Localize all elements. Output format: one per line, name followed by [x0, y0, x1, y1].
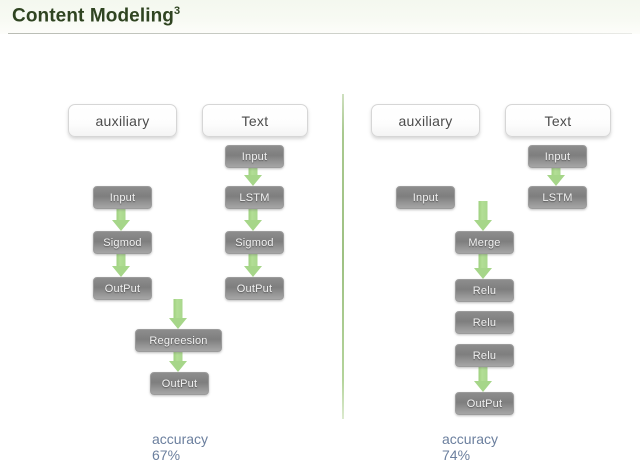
right-header-text[interactable]: Text: [505, 104, 611, 137]
right-node-merge-3[interactable]: Merge: [455, 231, 514, 254]
left-arrow-text-sigmod-to-text-output: [243, 252, 263, 277]
header-label: Text: [544, 112, 572, 129]
left-header-auxiliary[interactable]: auxiliary: [68, 104, 177, 137]
node-label: OutPut: [104, 282, 141, 295]
arrow-shaft: [248, 166, 258, 176]
arrow-shaft: [173, 299, 183, 319]
arrow-head: [112, 266, 130, 277]
arrow-head: [244, 266, 262, 277]
header-label: Text: [241, 112, 269, 129]
node-label: LSTM: [542, 191, 573, 204]
arrow-head: [112, 220, 130, 231]
node-label: Relu: [472, 316, 497, 329]
accuracy-label: accuracy: [442, 431, 499, 447]
arrow-head: [547, 175, 565, 186]
header-label: auxiliary: [95, 112, 150, 129]
arrow-head: [169, 318, 187, 329]
right-node-input-1[interactable]: Input: [528, 145, 587, 168]
arrow-head: [244, 220, 262, 231]
left-arrow-regreesion-to-output: [168, 350, 188, 372]
title-underline: [8, 33, 632, 34]
left-arrow-aux-input-to-aux-sigmod: [111, 207, 131, 231]
node-label: Input: [412, 191, 439, 204]
right-arrow-text-input-to-text-lstm: [546, 166, 566, 186]
accuracy-value: 74%: [442, 447, 471, 463]
node-label: Input: [109, 191, 136, 204]
node-label: Merge: [468, 236, 501, 249]
left-node-input-3[interactable]: Input: [225, 145, 284, 168]
arrow-shaft: [478, 365, 488, 382]
left-node-output-8[interactable]: OutPut: [150, 372, 209, 395]
right-node-relu-5[interactable]: Relu: [455, 311, 514, 334]
node-label: Relu: [472, 349, 497, 362]
panel-divider: [342, 94, 344, 419]
left-arrow-outputs-to-regreesion: [168, 299, 188, 329]
arrow-head: [244, 175, 262, 186]
left-node-output-2[interactable]: OutPut: [93, 277, 152, 300]
left-arrow-text-lstm-to-text-sigmod: [243, 207, 263, 231]
node-label: OutPut: [236, 282, 273, 295]
arrow-shaft: [248, 252, 258, 267]
left-header-text[interactable]: Text: [202, 104, 308, 137]
node-label: LSTM: [239, 191, 270, 204]
arrow-shaft: [478, 201, 488, 221]
left-node-input-0[interactable]: Input: [93, 186, 152, 209]
arrow-shaft: [478, 252, 488, 269]
right-node-lstm-2[interactable]: LSTM: [528, 186, 587, 209]
arrow-head: [474, 381, 492, 392]
node-label: OutPut: [161, 377, 198, 390]
page-title: Content Modeling3: [12, 5, 180, 27]
node-label: Input: [241, 150, 268, 163]
accuracy-value: 67%: [152, 447, 181, 463]
arrow-shaft: [551, 166, 561, 176]
page-title-superscript: 3: [174, 5, 181, 17]
left-node-output-6[interactable]: OutPut: [225, 277, 284, 300]
left-node-lstm-4[interactable]: LSTM: [225, 186, 284, 209]
page-title-text: Content Modeling: [12, 5, 175, 27]
left-arrow-text-input-to-text-lstm: [243, 166, 263, 186]
right-node-relu-4[interactable]: Relu: [455, 279, 514, 302]
node-label: Relu: [472, 284, 497, 297]
node-label: Sigmod: [235, 236, 274, 249]
arrow-shaft: [116, 207, 126, 221]
node-label: OutPut: [466, 397, 503, 410]
left-node-regreesion-7[interactable]: Regreesion: [135, 329, 222, 352]
header-label: auxiliary: [398, 112, 453, 129]
left-node-sigmod-5[interactable]: Sigmod: [225, 231, 284, 254]
arrow-shaft: [248, 207, 258, 221]
arrow-head: [169, 361, 187, 372]
right-header-auxiliary[interactable]: auxiliary: [371, 104, 480, 137]
right-node-input-0[interactable]: Input: [396, 186, 455, 209]
right-arrow-merge-to-relu-1: [473, 252, 493, 279]
node-label: Input: [544, 150, 571, 163]
left-arrow-aux-sigmod-to-aux-output: [111, 252, 131, 277]
accuracy-label: accuracy: [152, 431, 209, 447]
node-label: Sigmod: [103, 236, 142, 249]
left-node-sigmod-1[interactable]: Sigmod: [93, 231, 152, 254]
title-band: [0, 0, 640, 34]
right-node-relu-6[interactable]: Relu: [455, 344, 514, 367]
right-node-output-7[interactable]: OutPut: [455, 392, 514, 415]
arrow-shaft: [116, 252, 126, 267]
right-arrow-relu-3-to-output: [473, 365, 493, 392]
arrow-head: [474, 220, 492, 231]
arrow-shaft: [173, 350, 183, 362]
arrow-head: [474, 268, 492, 279]
right-arrow-aux-input-to-merge: [473, 201, 493, 231]
node-label: Regreesion: [149, 334, 208, 347]
